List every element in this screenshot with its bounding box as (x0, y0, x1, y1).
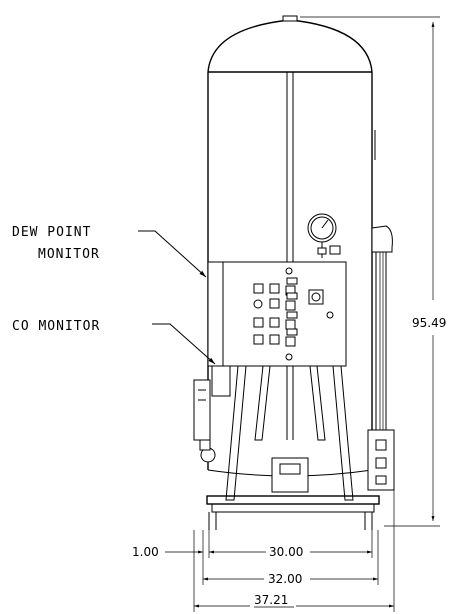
base-width-dimension-label: 32.00 (268, 572, 302, 586)
width-dimensions (165, 490, 395, 612)
support-stand (206, 365, 380, 530)
dew-point-label-line1: DEW POINT (12, 225, 91, 240)
dew-point-leader (138, 230, 207, 278)
vertical-tank (207, 15, 376, 477)
height-dimension-label: 95.49 (412, 316, 446, 330)
offset-dimension-label: 1.00 (132, 545, 159, 559)
inner-width-dimension-label: 30.00 (269, 545, 303, 559)
co-monitor-label: CO MONITOR (12, 319, 100, 334)
height-dimension (300, 16, 440, 527)
control-panel (207, 261, 347, 397)
side-filter-assembly (367, 225, 395, 491)
co-monitor-leader (152, 323, 216, 365)
dew-point-label-line2: MONITOR (38, 247, 100, 262)
pressure-gauge (307, 213, 341, 258)
overall-width-dimension-label: 37.21 (254, 593, 288, 607)
